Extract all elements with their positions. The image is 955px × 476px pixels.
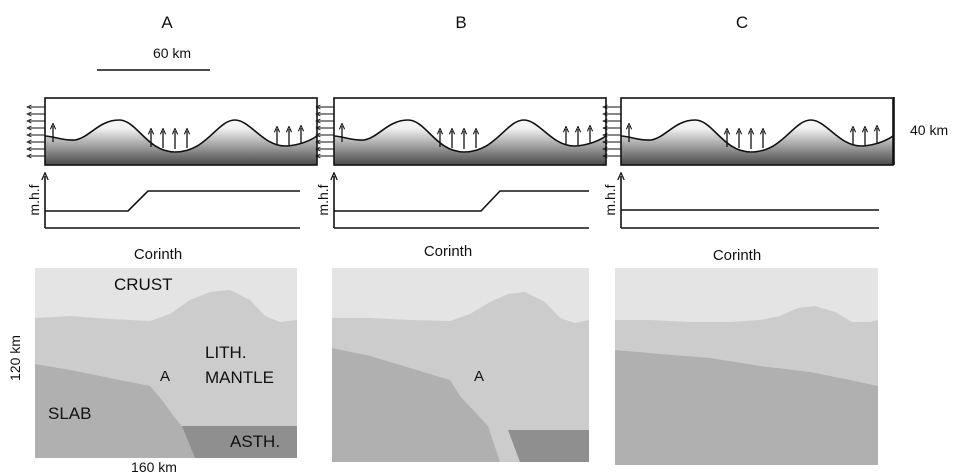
mhf-axis-label-a: m.h.f bbox=[26, 184, 42, 215]
scale-label-40km: 40 km bbox=[910, 122, 948, 138]
mhf-axis-label-c: m.h.f bbox=[602, 184, 618, 215]
mhf-axis-label-b: m.h.f bbox=[315, 184, 331, 215]
layer-label-slab: SLAB bbox=[48, 404, 91, 423]
wave-box-b bbox=[318, 98, 606, 165]
panel-letter-c: C bbox=[736, 13, 748, 32]
layer-label-mantle: MANTLE bbox=[205, 368, 274, 387]
corinth-label-a: Corinth bbox=[134, 246, 182, 263]
panel-letter-a: A bbox=[161, 13, 173, 32]
scale-label-60km: 60 km bbox=[153, 45, 191, 61]
mhf-plot-b bbox=[334, 176, 589, 229]
panel-letter-b: B bbox=[455, 13, 466, 32]
corinth-label-b: Corinth bbox=[424, 243, 472, 260]
layer-label-lith: LITH. bbox=[205, 343, 247, 362]
corinth-label-c: Corinth bbox=[713, 247, 761, 264]
layer-label-crust: CRUST bbox=[114, 275, 173, 294]
cross-section-c bbox=[615, 268, 878, 465]
wave-box-a bbox=[29, 98, 317, 165]
scale-label-120km: 120 km bbox=[7, 335, 23, 381]
section-point-a: A bbox=[160, 368, 170, 385]
wave-box-c bbox=[605, 98, 893, 165]
cross-section-a bbox=[35, 268, 297, 458]
section-point-b: A bbox=[474, 368, 484, 385]
scale-label-160km: 160 km bbox=[131, 459, 177, 475]
cross-section-b bbox=[332, 268, 589, 462]
mhf-plot-a bbox=[45, 176, 300, 229]
mhf-plot-c bbox=[621, 176, 879, 229]
layer-label-asth: ASTH. bbox=[230, 432, 280, 451]
